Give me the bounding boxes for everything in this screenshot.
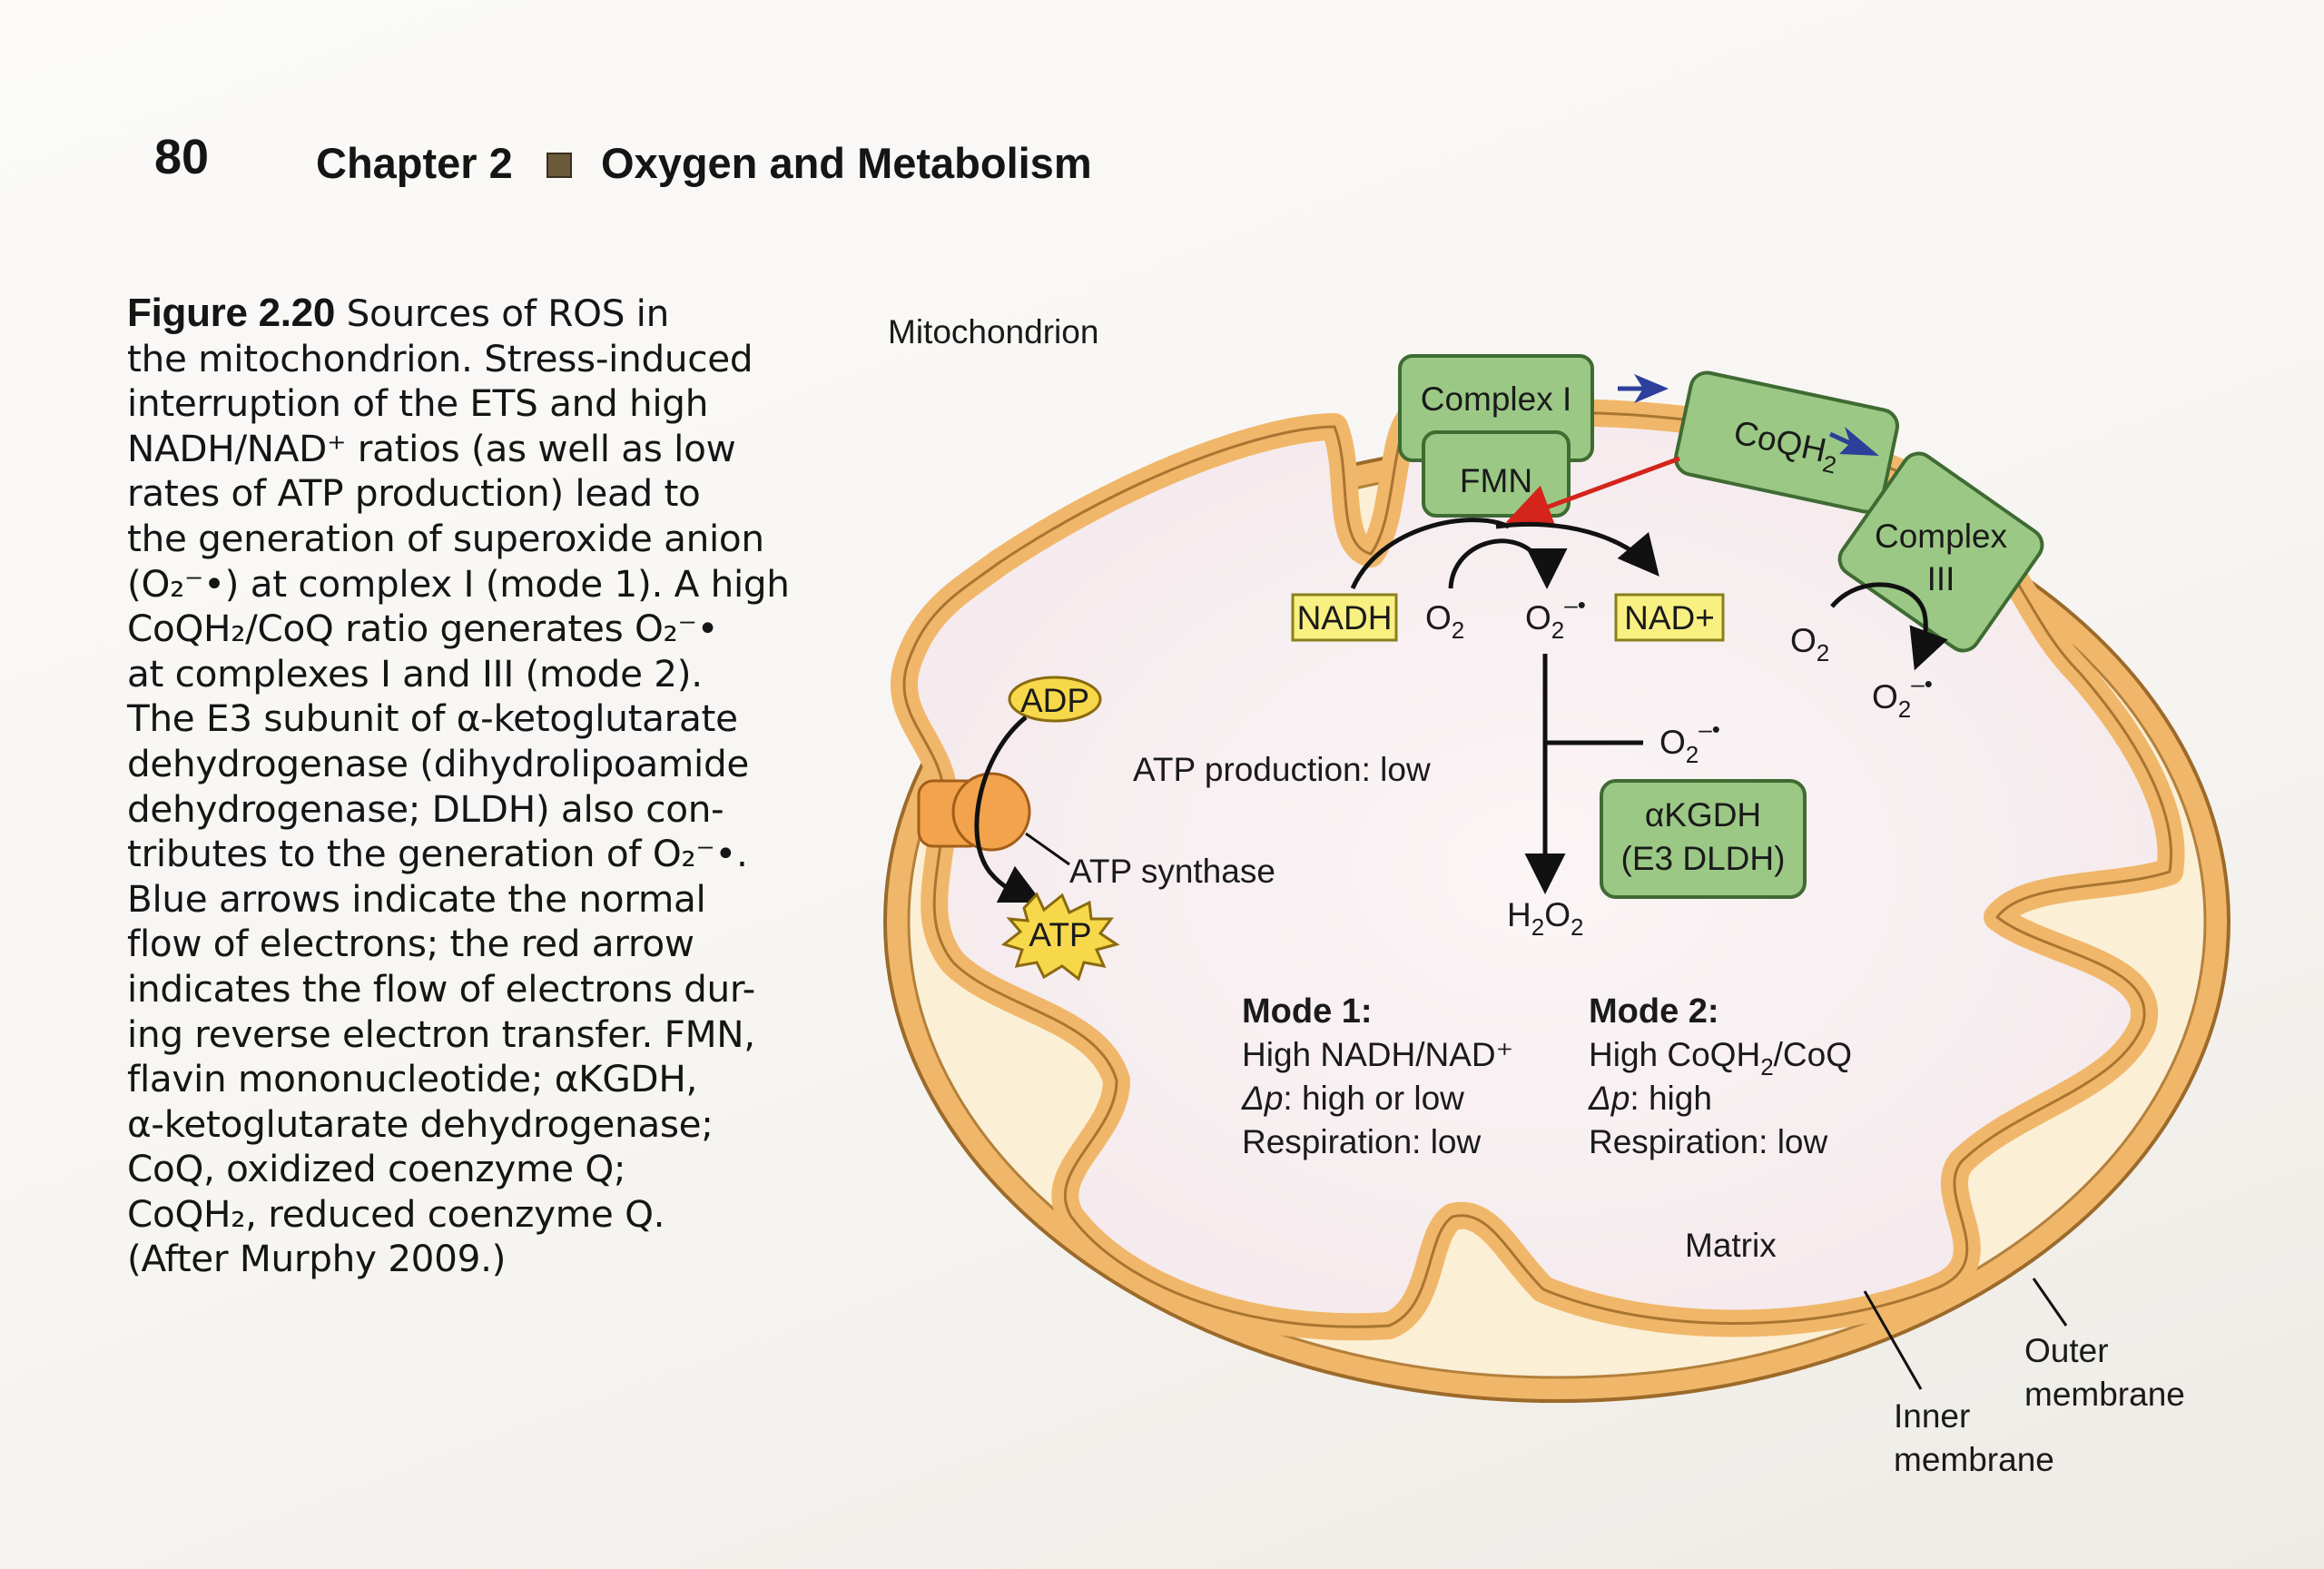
akgdh-superoxide-label: O2–• — [1659, 715, 1720, 768]
nad-plus-label: NAD+ — [1624, 599, 1715, 636]
page-number: 80 — [154, 130, 210, 184]
mode2-ratio: High CoQH2/CoQ — [1589, 1036, 1852, 1081]
mode2-dp: Δp: high — [1588, 1080, 1712, 1117]
caption-line: flow of electrons; the red arrow — [127, 922, 694, 966]
mode2-title: Mode 2: — [1589, 992, 1719, 1031]
mitochondrion-label: Mitochondrion — [888, 313, 1098, 350]
figure-label: Figure 2.20 — [127, 291, 336, 335]
chapter-title: Oxygen and Metabolism — [601, 139, 1092, 187]
fmn-label: FMN — [1460, 462, 1532, 499]
caption-line: Blue arrows indicate the normal — [127, 876, 706, 921]
caption-line: ing reverse electron transfer. FMN, — [127, 1011, 755, 1056]
outer-membrane-label-line1: Outer — [2024, 1332, 2109, 1369]
caption-line: rates of ATP production) lead to — [127, 471, 701, 516]
akgdh-label-line1: αKGDH — [1645, 796, 1761, 834]
caption-line: interruption of the ETS and high — [127, 381, 709, 426]
chapter-label: Chapter 2 — [316, 139, 513, 187]
caption-line: the generation of superoxide anion — [127, 516, 764, 560]
complex-i-label: Complex I — [1421, 380, 1572, 418]
nadh-label: NADH — [1297, 599, 1393, 636]
adp-to-atp-arrow — [974, 715, 1043, 903]
caption-line: CoQH₂, reduced coenzyme Q. — [127, 1191, 665, 1236]
inner-membrane-pointer — [1863, 1290, 1923, 1390]
caption-line: dehydrogenase; DLDH) also con- — [127, 786, 724, 831]
inner-membrane-label-line2: membrane — [1894, 1441, 2054, 1478]
nadh-to-fmn-arrow — [1350, 518, 1511, 590]
complex-iii-label-line1: Complex — [1875, 518, 2007, 555]
matrix-label: Matrix — [1685, 1227, 1777, 1264]
h2o2-label: H2O2 — [1507, 896, 1583, 941]
inner-membrane-edge — [902, 411, 2172, 1328]
outer-membrane-pointer — [2032, 1278, 2068, 1327]
blue-arrow-icon — [1618, 374, 1669, 403]
chapter-square-icon — [547, 153, 572, 178]
o2-label: O2 — [1425, 599, 1464, 644]
mode2-respiration: Respiration: low — [1589, 1123, 1828, 1160]
coqh2-group: CoQH2 — [1674, 370, 1899, 514]
mode1-ratio: High NADH/NAD⁺ — [1242, 1036, 1513, 1073]
caption-line: the mitochondrion. Stress-induced — [127, 336, 753, 380]
atp-synthase-pointer — [1025, 832, 1070, 866]
caption-line: dehydrogenase (dihydrolipoamide — [127, 741, 749, 785]
caption-line: indicates the flow of electrons dur- — [127, 966, 755, 1011]
akgdh-box — [1600, 779, 1807, 899]
o2-to-superoxide-arrow — [1448, 538, 1568, 589]
red-arrow-icon — [1505, 456, 1680, 528]
complex-iii-group — [1837, 451, 2044, 653]
caption-line: flavin mononucleotide; αKGDH, — [127, 1057, 698, 1101]
fmn-to-nad-arrow — [1495, 522, 1659, 577]
akgdh-label-line2: (E3 DLDH) — [1621, 840, 1786, 877]
caption-line: at complexes I and III (mode 2). — [127, 651, 703, 696]
atp-label: ATP — [1029, 916, 1091, 953]
complex-iii-box — [1837, 451, 2044, 653]
blue-arrow-icon — [1828, 427, 1879, 456]
figure-caption: Figure 2.20 Sources of ROS in the mitoch… — [127, 291, 835, 1282]
caption-line: α-ketoglutarate dehydrogenase; — [127, 1101, 714, 1146]
outer-membrane-label-line2: membrane — [2024, 1376, 2185, 1413]
caption-line: (O₂⁻•) at complex I (mode 1). A high — [127, 561, 790, 606]
caption-line: CoQ, oxidized coenzyme Q; — [127, 1147, 626, 1191]
mode1-respiration: Respiration: low — [1242, 1123, 1482, 1160]
superoxide-label: O2–• — [1525, 591, 1586, 644]
caption-line: (After Murphy 2009.) — [127, 1237, 507, 1281]
complex-iii-superoxide-arrow — [1830, 582, 1948, 671]
nad-plus-box — [1614, 593, 1725, 642]
mode1-dp: Δp: high or low — [1241, 1080, 1464, 1117]
inner-membrane-label-line1: Inner — [1894, 1397, 1970, 1435]
o2-complex-iii-label: O2 — [1790, 622, 1829, 666]
akgdh-branch-line — [1542, 740, 1643, 772]
caption-line: The E3 subunit of α-ketoglutarate — [127, 696, 738, 741]
complex-iii-label-line2: III — [1927, 560, 1955, 597]
atp-synthase-label: ATP synthase — [1069, 853, 1275, 890]
coqh2-box — [1674, 370, 1899, 514]
adp-oval — [1008, 676, 1102, 723]
caption-line: tributes to the generation of O₂⁻•. — [127, 832, 748, 876]
superoxide-complex-iii-label: O2–• — [1872, 670, 1933, 723]
caption-line: NADH/NAD⁺ ratios (as well as low — [127, 426, 736, 470]
atp-star-icon — [1000, 892, 1120, 982]
caption-line: CoQH₂/CoQ ratio generates O₂⁻• — [127, 607, 719, 651]
atp-production-label: ATP production: low — [1133, 751, 1431, 788]
atp-synthase-head — [951, 772, 1031, 852]
caption-line: Figure 2.20 Sources of ROS in — [127, 291, 669, 335]
adp-label: ADP — [1020, 682, 1089, 719]
nadh-box — [1291, 593, 1398, 642]
mode1-title: Mode 1: — [1242, 992, 1373, 1031]
